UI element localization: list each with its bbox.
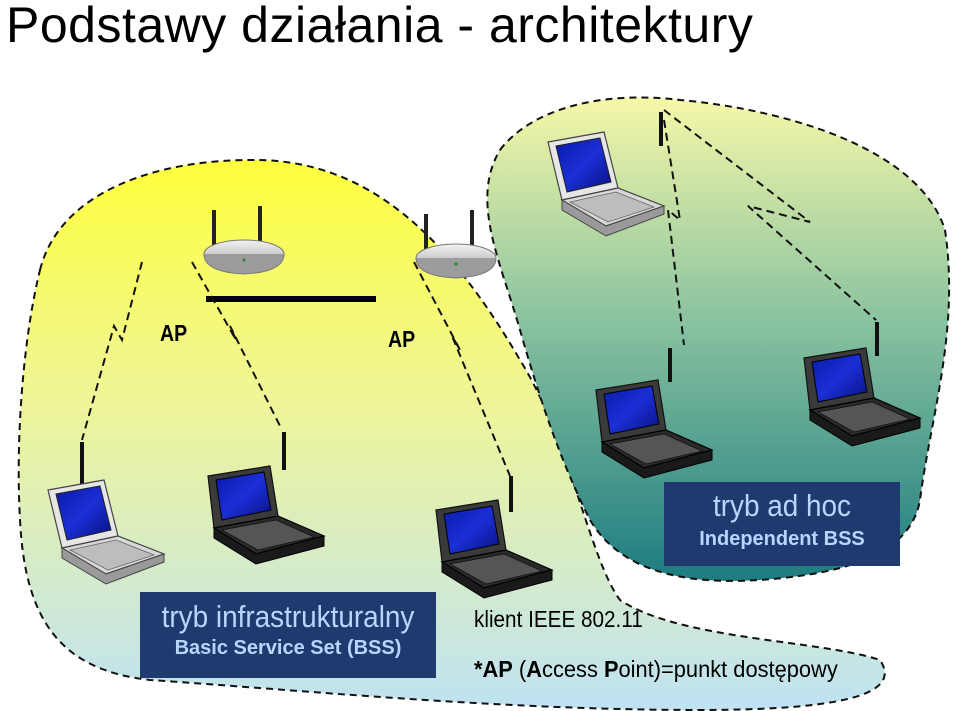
access-point-2-icon	[415, 209, 497, 279]
ap-def-ap: AP	[482, 656, 513, 682]
ap-label-1: AP	[160, 320, 188, 346]
ap-def-rest: oint)=punkt dostępowy	[618, 656, 838, 682]
ap-def-a: A	[526, 656, 543, 682]
ap-def-paren: (	[512, 656, 527, 682]
infrastructure-mode-label: tryb infrastrukturalny	[161, 599, 415, 634]
client-label: klient IEEE 802.11	[474, 606, 643, 632]
infrastructure-name-label: Basic Service Set (BSS)	[174, 637, 402, 659]
infrastructure-mode-box: tryb infrastrukturalny Basic Service Set…	[140, 592, 436, 678]
ap-label-2: AP	[388, 326, 416, 352]
antennas	[80, 112, 879, 512]
ap-def-star: *	[474, 656, 483, 682]
ap-def-p: P	[603, 656, 619, 682]
adhoc-name-label: Independent BSS	[699, 528, 865, 550]
page-title: Podstawy działania - architektury	[6, 0, 754, 53]
ap-definition: *AP (Access Point)=punkt dostępowy	[474, 656, 838, 683]
adhoc-mode-label: tryb ad hoc	[712, 488, 852, 523]
adhoc-mode-box: tryb ad hoc Independent BSS	[664, 482, 900, 566]
ap-def-ccess: ccess	[542, 656, 604, 682]
wireless-links	[81, 109, 877, 477]
